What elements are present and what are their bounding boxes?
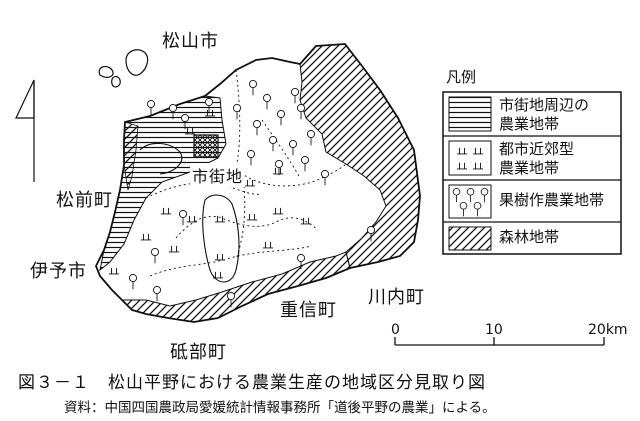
legend-swatch-suburban — [448, 96, 492, 132]
legend-paddy-line1: 都市近郊型 — [499, 140, 575, 158]
label-kawauchi-town: 川内町 — [368, 287, 425, 308]
legend-forest-label: 森林地帯 — [499, 228, 560, 246]
figure-caption: 図３－１ 松山平野における農業生産の地域区分見取り図 — [18, 373, 486, 393]
north-arrow-icon — [15, 79, 35, 182]
label-shigenobu-town: 重信町 — [280, 300, 337, 321]
scale-tick-20km: 20km — [588, 322, 628, 338]
legend-orchard-label: 果樹作農業地帯 — [499, 191, 605, 209]
legend-suburban-line1: 市街地周辺の — [499, 96, 590, 114]
zone-lines — [139, 142, 240, 283]
legend-swatch-forest — [448, 226, 492, 251]
islands — [98, 49, 149, 88]
urban-core — [193, 134, 219, 158]
scale-tick-10: 10 — [485, 322, 503, 338]
scale-bar — [394, 337, 605, 346]
legend-swatch-paddy — [448, 140, 492, 176]
legend-suburban-line2: 農業地帯 — [499, 115, 560, 133]
legend-title: 凡例 — [446, 68, 477, 86]
scale-tick-0: 0 — [391, 322, 400, 338]
legend-box — [442, 91, 622, 255]
label-matsuyama-city: 松山市 — [162, 31, 219, 52]
label-iyo-city: 伊予市 — [30, 261, 87, 282]
orchard-symbol — [146, 99, 156, 116]
legend-paddy-line2: 農業地帯 — [499, 159, 560, 177]
label-masaki-town: 松前町 — [56, 190, 113, 211]
figure-source: 資料：中国四国農政局愛媛統計情報事務所「道後平野の農業」による。 — [64, 400, 496, 416]
label-tobe-town: 砥部町 — [170, 342, 227, 363]
label-urban-area: 市街地 — [190, 163, 246, 187]
